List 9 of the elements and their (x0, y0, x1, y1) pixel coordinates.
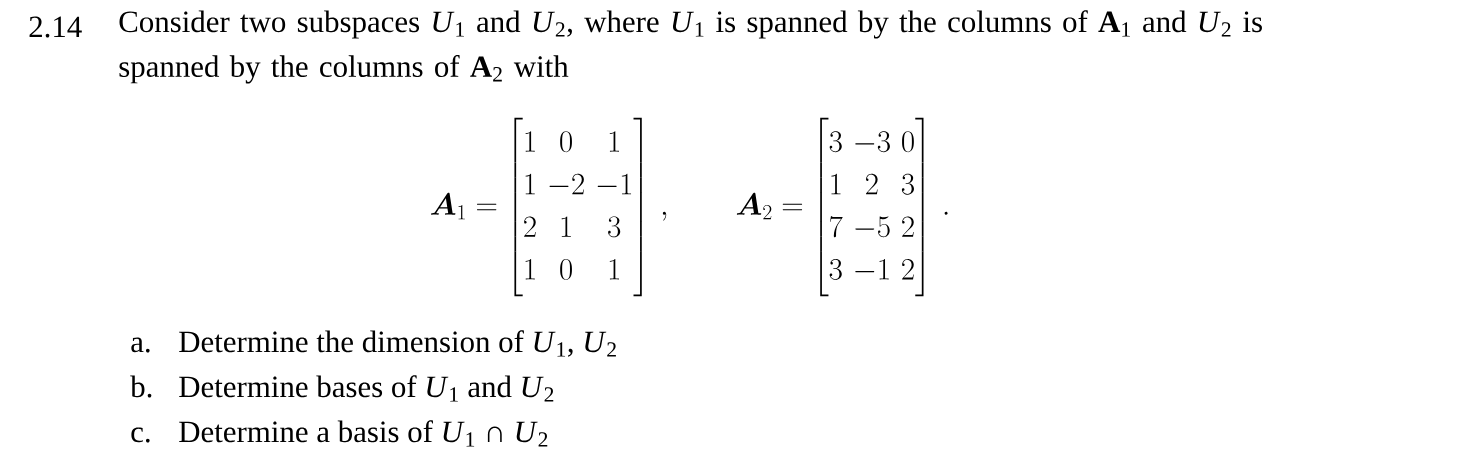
item-label: a. (131, 337, 150, 353)
item-text: Determine a basis of U$_{1}$ ∩ U$_{2}$ (179, 420, 548, 447)
matrix-equation: $\boldsymbol{A}_1 = \begin{bmatrix}1 & 0 & 1\\ 1 & -2 & -1\\ 2 & 1 & 3\\ 1 & 0 & 1\end{bmatrix}\,,\qquad \boldsymbol{A}_2 = \begin{bmatrix}3 & -3 & 0\\ 1 & 2 & 3\\ 7 & -5 & 2\\ 3 & -1 & 2\end{bmatrix}\,.$ (431, 117, 948, 297)
question-text: Consider two subspaces U$_{1}$ and U$_{2}$, where U$_{1}$ is spanned by the columns of A$_{1}$ and U$_{2}$ is spanned by the columns of A$_{2}$ with (119, 10, 1262, 84)
item-text: Determine the dimension of U$_{1}$, U$_{2}$ (179, 330, 616, 357)
question-number: 2.14 (29, 16, 82, 38)
item-label: b. (130, 375, 152, 398)
item-text: Determine bases of U$_{1}$ and U$_{2}$ (179, 375, 554, 402)
item-label: c. (131, 427, 150, 443)
